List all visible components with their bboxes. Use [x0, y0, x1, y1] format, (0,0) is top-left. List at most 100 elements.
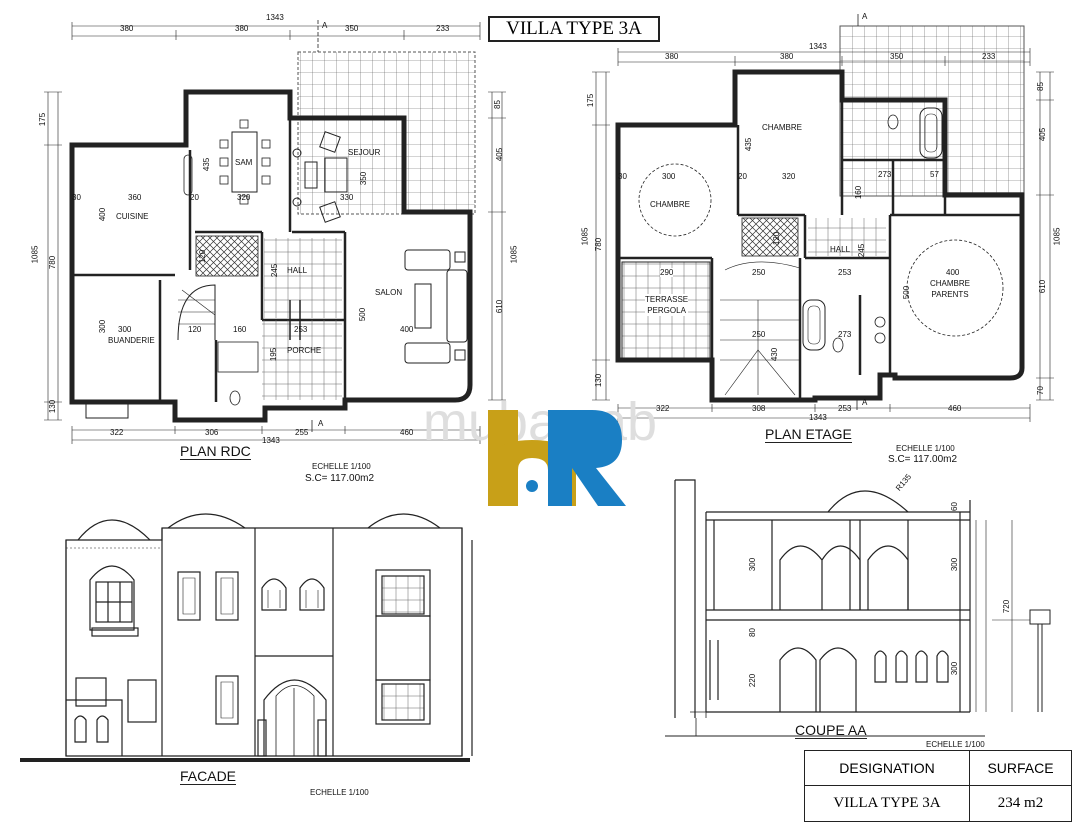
etage-dim-total-top: 1343 — [809, 42, 827, 51]
rdc-sejour-width: 330 — [340, 193, 354, 202]
etage-dim-left-3: 130 — [594, 373, 604, 388]
rdc-dim-30: 30 — [72, 193, 81, 202]
rdc-cuisine-height: 400 — [98, 207, 108, 222]
etage-ch2-width: 320 — [782, 172, 796, 181]
etage-ch1-width: 300 — [662, 172, 676, 181]
coupe-h220: 220 — [748, 673, 758, 688]
etage-dim-left-1: 175 — [586, 93, 596, 108]
etage-dim-top-3: 350 — [890, 52, 904, 61]
rdc-dim-left-1: 175 — [38, 112, 48, 127]
etage-section-mark-bottom: A — [862, 398, 868, 407]
facade-scale: ECHELLE 1/100 — [310, 788, 369, 797]
coupe-h80: 80 — [747, 628, 757, 637]
etage-dim-right-3: 610 — [1038, 279, 1048, 294]
rdc-dim-top-4: 233 — [436, 24, 450, 33]
etage-dim-top-2: 380 — [780, 52, 794, 61]
etage-terrasse-width: 290 — [660, 268, 674, 277]
etage-parents-width: 400 — [946, 268, 960, 277]
etage-dim-top-4: 233 — [982, 52, 996, 61]
etage-dim-57: 57 — [930, 170, 939, 179]
rdc-dim-160: 160 — [233, 325, 247, 334]
drawing-title: VILLA TYPE 3A — [488, 16, 660, 42]
table-header-surface: SURFACE — [969, 750, 1072, 786]
etage-dim-bottom-1: 322 — [656, 404, 670, 413]
etage-terrasse-height: 250 — [752, 330, 766, 339]
rdc-dim-bottom-1: 322 — [110, 428, 124, 437]
coupe-h720: 720 — [1002, 599, 1012, 614]
plan-etage-scale: ECHELLE 1/100 — [896, 444, 955, 453]
rdc-dim-195: 195 — [269, 347, 279, 362]
rdc-dim-top-1: 380 — [120, 24, 134, 33]
etage-dim-left-total: 1085 — [580, 227, 590, 246]
rdc-dim-120b: 120 — [188, 325, 202, 334]
room-sam: SAM — [235, 158, 253, 167]
rdc-section-mark-bottom: A — [318, 419, 324, 428]
room-terrasse-pergola: TERRASSE PERGOLA — [645, 294, 689, 316]
etage-dim-right-2: 405 — [1038, 127, 1048, 142]
room-cuisine: CUISINE — [116, 212, 149, 221]
rdc-cuisine-width: 360 — [128, 193, 142, 202]
table-cell-designation: VILLA TYPE 3A — [804, 784, 970, 823]
rdc-dim-right-2: 405 — [495, 147, 505, 162]
room-salon: SALON — [375, 288, 403, 297]
plan-rdc-scale: ECHELLE 1/100 — [312, 462, 371, 471]
rdc-sam-width: 320 — [237, 193, 251, 202]
room-chambre-parents: CHAMBRE PARENTS — [930, 279, 971, 299]
room-buanderie: BUANDERIE — [108, 336, 155, 345]
facade-elevation — [20, 513, 473, 762]
etage-parents-height: 500 — [902, 285, 912, 300]
plan-rdc-surface: S.C= 117.00m2 — [305, 473, 375, 484]
room-sejour: SEJOUR — [348, 148, 381, 157]
rdc-dim-bottom-3: 255 — [295, 428, 309, 437]
table-cell-surface: 234 m2 — [969, 784, 1072, 823]
plan-rdc — [44, 20, 506, 444]
coupe-scale: ECHELLE 1/100 — [926, 740, 985, 749]
table-header-designation: DESIGNATION — [804, 750, 970, 786]
rdc-buanderie-width: 300 — [118, 325, 132, 334]
rdc-buanderie-height: 300 — [98, 319, 108, 334]
plan-etage-surface: S.C= 117.00m2 — [888, 454, 958, 465]
plan-etage — [592, 14, 1054, 422]
rdc-dim-left-2: 780 — [48, 255, 58, 270]
etage-dim-right-total: 1085 — [1052, 227, 1062, 246]
coupe-h60: 60 — [949, 502, 959, 511]
plan-etage-label: PLAN ETAGE — [765, 426, 852, 443]
brand-logo — [488, 410, 626, 506]
plan-rdc-label: PLAN RDC — [180, 443, 251, 460]
surface-table: DESIGNATION SURFACE VILLA TYPE 3A 234 m2 — [804, 750, 1072, 823]
etage-dim-right-4: 70 — [1035, 386, 1045, 395]
etage-ch2-height: 435 — [744, 137, 754, 152]
rdc-section-mark-top: A — [322, 21, 328, 30]
coupe-aa-section — [665, 479, 1051, 737]
etage-dim-273a: 273 — [878, 170, 892, 179]
rdc-dim-top-2: 380 — [235, 24, 249, 33]
coupe-label: COUPE AA — [795, 722, 867, 739]
etage-dim-right-1: 85 — [1035, 82, 1045, 91]
room-hall: HALL — [287, 266, 308, 275]
coupe-h300b: 300 — [950, 557, 960, 572]
room-chambre-2: CHAMBRE — [762, 123, 803, 132]
etage-dim-160: 160 — [854, 185, 864, 200]
coupe-h300c: 300 — [950, 661, 960, 676]
rdc-hall-width: 253 — [294, 325, 308, 334]
etage-hall-height: 245 — [857, 243, 867, 258]
rdc-dim-total-top: 1343 — [266, 13, 284, 22]
etage-roof-grid — [839, 25, 1025, 197]
room-porche: PORCHE — [287, 346, 322, 355]
rdc-sejour-height: 350 — [359, 171, 369, 186]
etage-dim-30: 30 — [618, 172, 627, 181]
etage-dim-total-bottom: 1343 — [809, 413, 827, 422]
rdc-hall-height: 245 — [270, 263, 280, 278]
rdc-dim-left-total: 1085 — [30, 245, 40, 264]
rdc-dim-top-3: 350 — [345, 24, 359, 33]
rdc-salon-width: 400 — [400, 325, 414, 334]
etage-dim-273b: 273 — [838, 330, 852, 339]
etage-dim-bottom-3: 253 — [838, 404, 852, 413]
coupe-h300a: 300 — [748, 557, 758, 572]
rdc-dim-right-3: 610 — [495, 299, 505, 314]
rdc-dim-120a: 120 — [198, 249, 208, 264]
etage-dim-250: 250 — [752, 268, 766, 277]
rdc-dim-bottom-4: 460 — [400, 428, 414, 437]
